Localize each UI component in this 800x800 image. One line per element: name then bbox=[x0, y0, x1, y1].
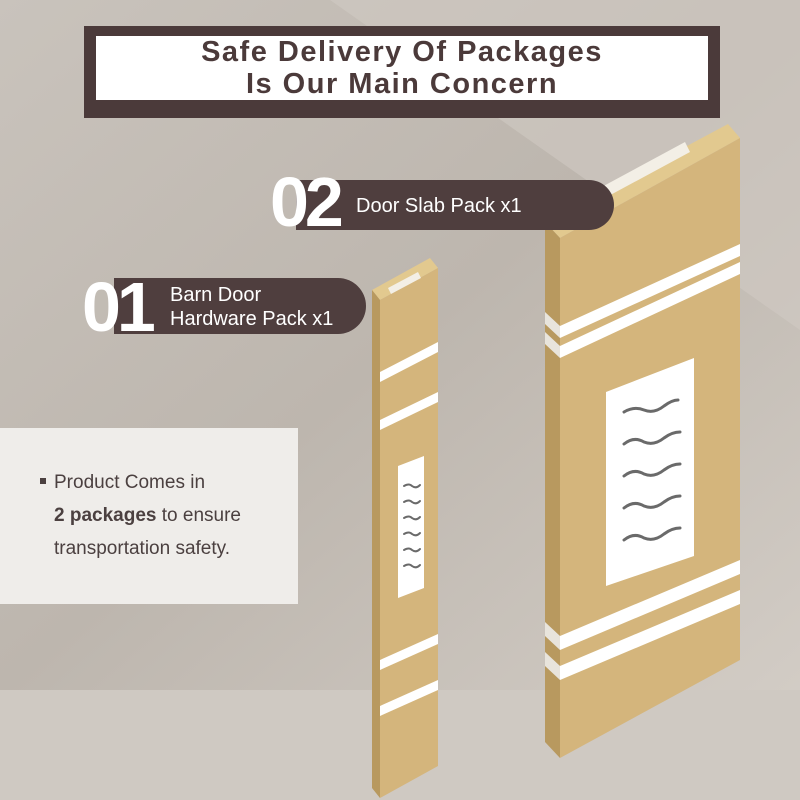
info-after-bold: to ensure bbox=[156, 505, 241, 526]
info-bold: 2 packages bbox=[54, 505, 157, 526]
package-01-label: Barn Door Hardware Pack x1 bbox=[170, 283, 333, 331]
bullet-icon bbox=[40, 478, 46, 484]
hardware-pack-box bbox=[372, 258, 438, 798]
info-text: Product Comes in 2 packages to ensure tr… bbox=[54, 466, 294, 565]
info-line-3: transportation safety. bbox=[54, 538, 231, 559]
package-01-label-line-2: Hardware Pack x1 bbox=[170, 308, 334, 330]
info-panel bbox=[0, 428, 298, 604]
package-01-number: 01 bbox=[82, 268, 156, 346]
package-01-label-line-1: Barn Door bbox=[170, 284, 262, 306]
title-banner: Safe Delivery Of Packages Is Our Main Co… bbox=[96, 36, 708, 100]
package-02-label: Door Slab Pack x1 bbox=[356, 195, 522, 217]
package-01-tag bbox=[114, 278, 366, 334]
title-line-1: Safe Delivery Of Packages bbox=[201, 36, 603, 68]
info-line-1: Product Comes in bbox=[54, 472, 206, 493]
title-line-2: Is Our Main Concern bbox=[245, 68, 559, 100]
package-02-tag bbox=[296, 180, 614, 230]
info-line-2: 2 packages to ensure bbox=[54, 499, 294, 532]
package-02-number: 02 bbox=[270, 163, 344, 241]
